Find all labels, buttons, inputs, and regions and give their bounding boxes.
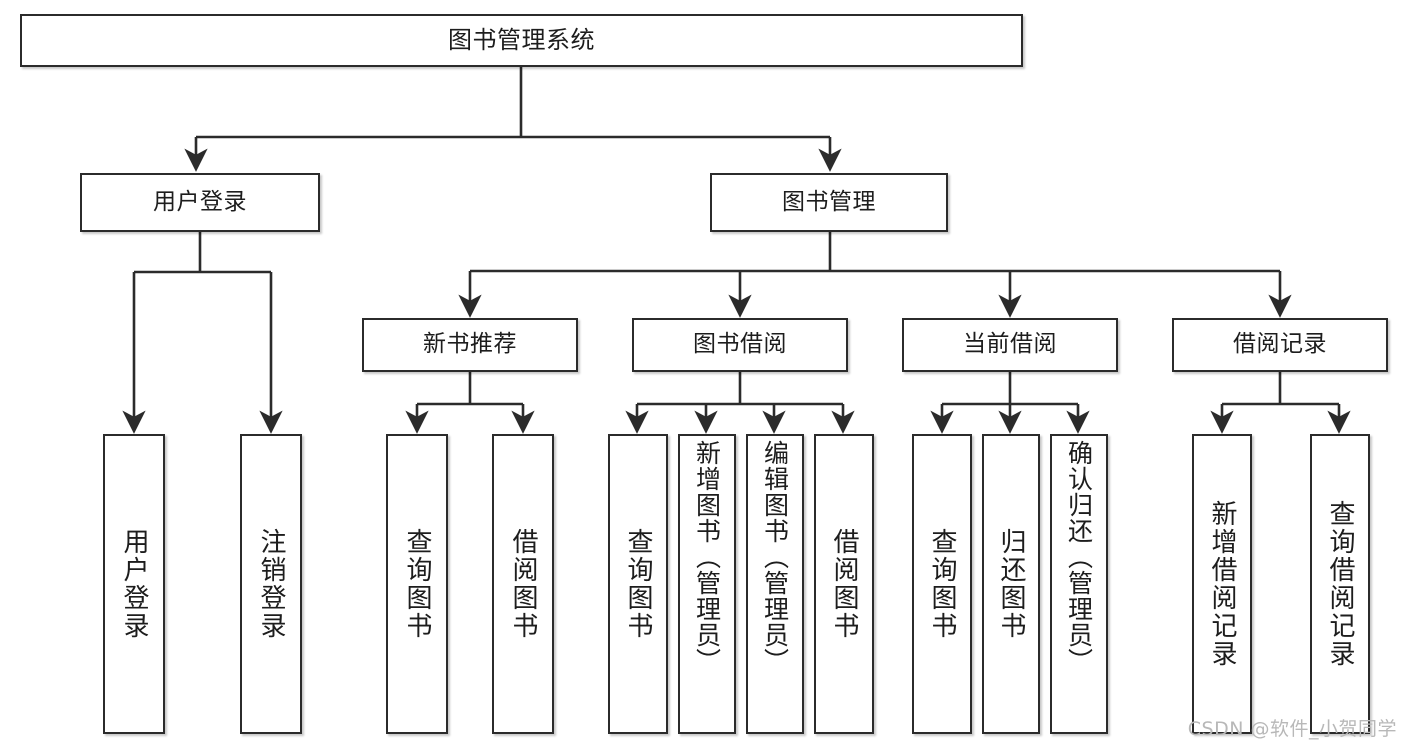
node-book-borrow-label: 图书借阅 — [693, 331, 787, 358]
node-leaf-query-book-1[interactable]: 查询图书 — [386, 434, 448, 734]
node-leaf-confirm-return[interactable]: 确认归还（管理员） — [1050, 434, 1108, 734]
node-current-borrow[interactable]: 当前借阅 — [902, 318, 1118, 372]
node-borrow-record[interactable]: 借阅记录 — [1172, 318, 1388, 372]
node-current-borrow-label: 当前借阅 — [963, 331, 1057, 358]
node-leaf-logout-login-label: 注销登录 — [256, 528, 286, 640]
node-leaf-confirm-return-label: 确认归还（管理员） — [1064, 440, 1094, 674]
node-leaf-borrow-book-1[interactable]: 借阅图书 — [492, 434, 554, 734]
node-borrow-record-label: 借阅记录 — [1233, 331, 1327, 358]
node-user-login[interactable]: 用户登录 — [80, 173, 320, 232]
node-leaf-query-book-3[interactable]: 查询图书 — [912, 434, 972, 734]
node-leaf-borrow-book-2-label: 借阅图书 — [829, 528, 859, 640]
node-root-label: 图书管理系统 — [448, 26, 595, 55]
node-leaf-logout-login[interactable]: 注销登录 — [240, 434, 302, 734]
node-leaf-add-book-label: 新增图书（管理员） — [692, 440, 722, 674]
node-leaf-return-book-label: 归还图书 — [996, 528, 1026, 640]
node-leaf-borrow-book-2[interactable]: 借阅图书 — [814, 434, 874, 734]
node-leaf-edit-book-label: 编辑图书（管理员） — [760, 440, 790, 674]
node-new-book-recommend-label: 新书推荐 — [423, 331, 517, 358]
node-leaf-user-login-label: 用户登录 — [119, 528, 149, 640]
node-leaf-borrow-book-1-label: 借阅图书 — [508, 528, 538, 640]
node-leaf-add-book[interactable]: 新增图书（管理员） — [678, 434, 736, 734]
node-leaf-add-record-label: 新增借阅记录 — [1207, 500, 1237, 668]
node-leaf-return-book[interactable]: 归还图书 — [982, 434, 1040, 734]
node-book-borrow[interactable]: 图书借阅 — [632, 318, 848, 372]
node-leaf-user-login[interactable]: 用户登录 — [103, 434, 165, 734]
node-leaf-query-book-2-label: 查询图书 — [623, 528, 653, 640]
node-leaf-edit-book[interactable]: 编辑图书（管理员） — [746, 434, 804, 734]
node-leaf-query-book-2[interactable]: 查询图书 — [608, 434, 668, 734]
node-leaf-query-book-1-label: 查询图书 — [402, 528, 432, 640]
node-leaf-add-record[interactable]: 新增借阅记录 — [1192, 434, 1252, 734]
node-book-management[interactable]: 图书管理 — [710, 173, 948, 232]
node-new-book-recommend[interactable]: 新书推荐 — [362, 318, 578, 372]
node-leaf-query-record[interactable]: 查询借阅记录 — [1310, 434, 1370, 734]
node-user-login-label: 用户登录 — [153, 188, 247, 215]
node-root[interactable]: 图书管理系统 — [20, 14, 1023, 67]
node-book-management-label: 图书管理 — [782, 188, 876, 215]
node-leaf-query-record-label: 查询借阅记录 — [1325, 500, 1355, 668]
node-leaf-query-book-3-label: 查询图书 — [927, 528, 957, 640]
